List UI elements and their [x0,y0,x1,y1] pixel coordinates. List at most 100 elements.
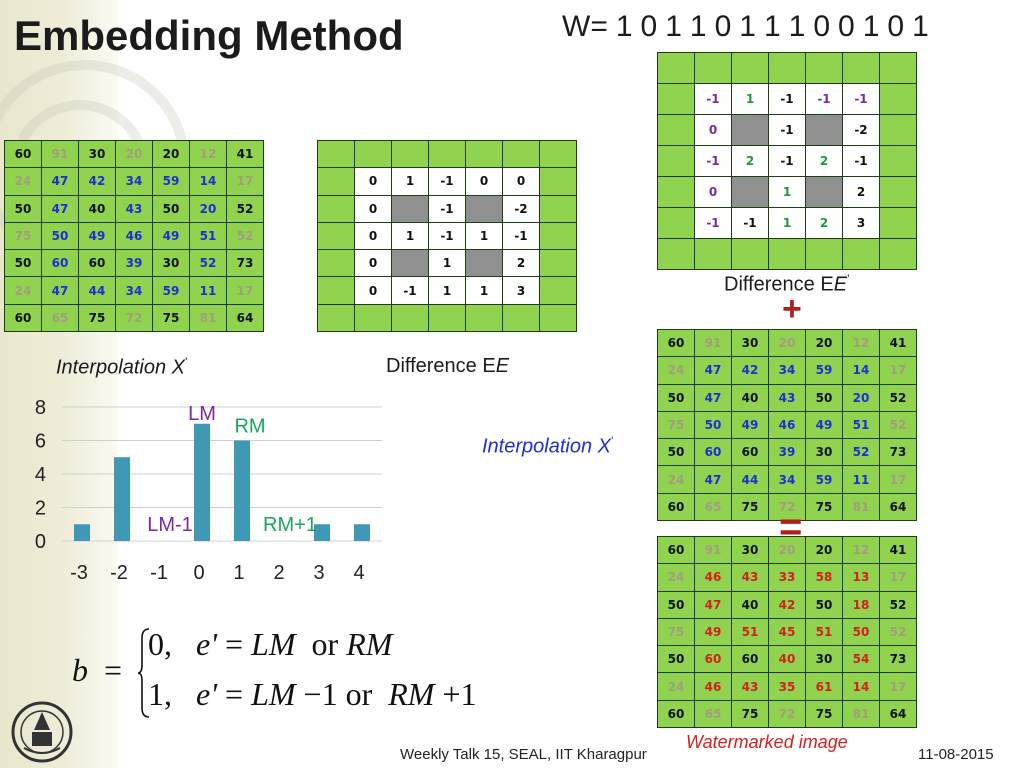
row1-eq: = [225,626,244,662]
grid-cell: 54 [842,645,880,674]
grid-cell: 52 [189,249,227,278]
grid-cell: 52 [879,617,917,647]
grid-cell: 0 [465,167,503,196]
grid-cell: 20 [805,328,843,358]
grid-cell: 75 [152,303,190,333]
grid-cell: 73 [879,645,917,674]
grid-cell: 49 [694,617,732,647]
grid-cell: 0 [694,114,732,146]
formula-equals: = [104,652,123,688]
grid-cell: 20 [115,139,153,169]
difference-eprime-prime: ’ [847,272,850,286]
watermark-bit: 1 [862,10,880,43]
grid-cell: 11 [842,465,880,494]
grid-cell [317,194,355,223]
histogram-bar [354,524,370,541]
grid-cell: 52 [879,410,917,440]
grid-cell: 39 [115,249,153,278]
histogram-bar [114,457,130,541]
grid-cell: 41 [879,328,917,358]
grid-cell: 30 [731,328,769,358]
grid-cell [391,303,429,333]
grid-cell: 20 [768,535,806,565]
grid-cell: 11 [189,276,227,305]
grid-cell: 46 [694,563,732,592]
grid-cell: 46 [768,410,806,440]
histogram-bar [234,440,250,541]
grid-cell: 75 [731,699,769,729]
grid-cell: 2 [731,145,769,177]
grid-cell: -1 [428,167,466,196]
grid-cell: 13 [842,563,880,592]
grid-cell: -1 [768,83,806,115]
grid-cell [354,139,392,169]
grid-cell: 1 [428,276,466,305]
watermark-bit: 1 [788,10,806,43]
grid-cell: 30 [805,438,843,467]
grid-cell: 50 [842,617,880,647]
grid-cell: 91 [41,139,79,169]
grid-cell: 73 [226,249,264,278]
grid-cell: 0 [354,249,392,278]
grid-cell: 40 [731,590,769,619]
chart-annotation: RM [234,416,265,438]
grid-cell: 60 [657,492,695,522]
footer-center: Weekly Talk 15, SEAL, IIT Kharagpur [400,746,647,763]
grid-cell [694,238,732,270]
grid-cell: 46 [694,672,732,701]
grid-cell: 51 [805,617,843,647]
grid-cell: 1 [428,249,466,278]
grid-row [657,52,917,84]
grid-cell: 49 [78,221,116,251]
grid-cell: 47 [694,465,732,494]
grid-cell: -1 [805,83,843,115]
grid-cell: 42 [731,356,769,385]
grid-cell-blocked [465,249,503,278]
grid-cell [657,114,695,146]
grid-row [317,139,577,169]
grid-cell: 24 [657,563,695,592]
histogram-bar [314,524,330,541]
grid-cell: 46 [115,221,153,251]
grid-cell [539,221,577,251]
watermark-bit: 0 [714,10,732,43]
grid-cell: 81 [842,699,880,729]
watermark-bit: 1 [689,10,707,43]
grid-cell: 75 [4,221,42,251]
grid-cell: -2 [502,194,540,223]
grid-cell: 91 [694,535,732,565]
grid-cell-blocked [465,194,503,223]
slide-title: Embedding Method [14,12,404,59]
grid-cell: 52 [842,438,880,467]
grid-cell: -1 [768,114,806,146]
grid-cell: 61 [805,672,843,701]
grid-cell: 12 [842,328,880,358]
grid-cell: -1 [694,207,732,239]
grid-cell: 50 [805,590,843,619]
grid-cell: 20 [842,383,880,412]
grid-cell: 64 [879,699,917,729]
grid-cell: 59 [805,356,843,385]
row2-rm: RM [388,676,435,712]
difference-e-label: Difference EE [386,355,509,378]
row1-or: or [311,626,339,662]
grid-cell: -1 [842,145,880,177]
watermark-bit: 1 [665,10,682,43]
grid-cell: -1 [768,145,806,177]
brace-icon [138,628,150,718]
grid-cell: 35 [768,672,806,701]
grid-cell [879,176,917,208]
grid-cell: 0 [694,176,732,208]
